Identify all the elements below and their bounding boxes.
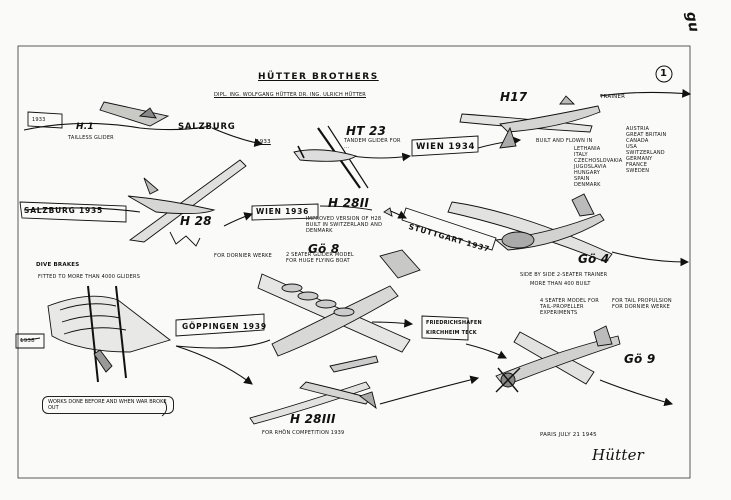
salzburg-1935-city: SALZBURG 1935 (24, 206, 104, 215)
go8-model: Gö 8 (308, 242, 340, 256)
friedrichshafen-city: FRIEDRICHSHAFEN (426, 320, 482, 326)
arrow-salzburg-1935 (23, 207, 141, 213)
salzburg-1933-city: SALZBURG (178, 122, 236, 132)
goppingen-1939-city: GÖPPINGEN 1939 (182, 322, 267, 331)
arrow-1938 (19, 337, 41, 341)
h17-built-label: BUILT AND FLOWN IN (536, 138, 593, 144)
goppingen-outline (175, 313, 265, 337)
wien-1936-city: WIEN 1936 (256, 207, 310, 216)
signature: Hütter (592, 446, 645, 464)
h17-trainer-label: TRAINER (600, 94, 626, 100)
sheet-number-circle (655, 65, 673, 83)
h17-model: H17 (500, 90, 528, 104)
arrow-brakes-to-goppingen (175, 339, 271, 349)
arrow-h17-out (599, 89, 692, 98)
arrow-brakes-to-h28iii (175, 345, 253, 385)
h1-model: H.1 (76, 122, 94, 132)
h28-glider-sketch (127, 159, 247, 247)
dornier-label-1: FOR DORNIER WERKE (214, 253, 272, 259)
ht23-glider-sketch (293, 125, 369, 189)
go4-desc-2: MORE THAN 400 BUILT (530, 281, 591, 287)
go9-model: Gö 9 (624, 352, 656, 366)
dornier-label-2: FOR TAIL PROPULSION FOR DORNIER WERKE (612, 298, 672, 310)
1938-outline (15, 333, 45, 349)
wien-1934-city: WIEN 1934 (416, 142, 476, 152)
salzburg-1933-year: 1933 (256, 139, 271, 145)
works-note-text: WORKS DONE BEFORE AND WHEN WAR BROKE OUT (48, 399, 167, 411)
go9-model-desc: 4 SEATER MODEL FOR TAIL-PROPELLER EXPERI… (540, 298, 599, 316)
dive-brakes-title: DIVE BRAKES (36, 262, 80, 268)
go9-sketch (495, 325, 621, 393)
brothers-names: DIPL. ING. WOLFGANG HÜTTER DR. ING. ULRI… (214, 92, 366, 98)
salzburg-1935-outline (19, 201, 127, 223)
1933-outline (27, 111, 63, 129)
h28ii-model: H 28II (328, 196, 370, 210)
h28iii-desc: FOR RHÖN COMPETITION 1939 (262, 430, 345, 436)
h17-countries-left: LETHANIA ITALY CZECHOSLOVAKIA JUGOSLAVIA… (574, 146, 623, 188)
kirchheim-city: KIRCHHEIM TECK (426, 330, 477, 336)
go4-glider-sketch (447, 193, 613, 263)
h1-subtitle: TAILLESS GLIDER (68, 135, 114, 141)
h28iii-model: H 28III (290, 412, 336, 426)
h1-glider-sketch (99, 101, 170, 127)
dive-brakes-desc: FITTED TO MORE THAN 4000 GLIDERS (38, 274, 141, 280)
dive-brake-sketch (47, 285, 171, 383)
go4-model: Gö 4 (578, 252, 610, 266)
arrow-h28-to-wien (223, 212, 254, 227)
friedrichshafen-outline (421, 315, 469, 341)
h28ii-sketch-ref (383, 207, 393, 217)
arrow-go9-out (599, 379, 674, 407)
ht23-desc: TANDEM GLIDER FOR ... (344, 138, 401, 150)
arrow-go4-out (611, 251, 690, 267)
year-1938: 1938 (20, 338, 35, 344)
flow-arrows (19, 89, 692, 407)
city-outlines (15, 111, 497, 349)
page-title: HÜTTER BROTHERS (258, 72, 379, 82)
sheet-number: 1 (660, 68, 668, 79)
works-note-box: WORKS DONE BEFORE AND WHEN WAR BROKE OUT (42, 396, 174, 414)
ht23-model: HT 23 (346, 124, 387, 138)
wien-1936-outline (251, 203, 319, 221)
wien-1934-outline (411, 135, 479, 157)
h17-countries-right: AUSTRIA GREAT BRITAIN CANADA USA SWITZER… (626, 126, 667, 174)
h28ii-desc: IMPROVED VERSION OF H28 BUILT IN SWITZER… (306, 216, 383, 234)
go4-desc-1: SIDE BY SIDE 2-SEATER TRAINER (520, 272, 608, 278)
arrow-salzburg-1933 (211, 127, 264, 147)
arrow-go8-to-friedrichshafen (371, 318, 414, 328)
go8-flyingboat-sketch (257, 249, 421, 357)
page-mark: gu (682, 10, 702, 34)
arrow-wien-to-h17 (477, 136, 522, 149)
sheet-border (17, 45, 691, 479)
arrow-ht23-to-wien (351, 152, 412, 162)
stuttgart-outline (401, 207, 497, 251)
h28-model: H 28 (180, 214, 212, 228)
arrow-h28iii-to-go9 (379, 375, 480, 405)
works-note-curl (161, 399, 167, 417)
place-date: PARIS JULY 21 1945 (540, 432, 597, 438)
h17-glider-sketch (459, 95, 601, 149)
h1-year: 1933 (32, 117, 46, 123)
h28iii-sketch (249, 355, 379, 425)
arrow-wien-1936 (319, 205, 373, 211)
go8-desc: 2 SEATER GLIDER MODEL FOR HUGE FLYING BO… (286, 252, 354, 264)
arrow-fried-to-go9 (465, 343, 507, 359)
arrow-h1-to-salzburg (23, 122, 211, 131)
